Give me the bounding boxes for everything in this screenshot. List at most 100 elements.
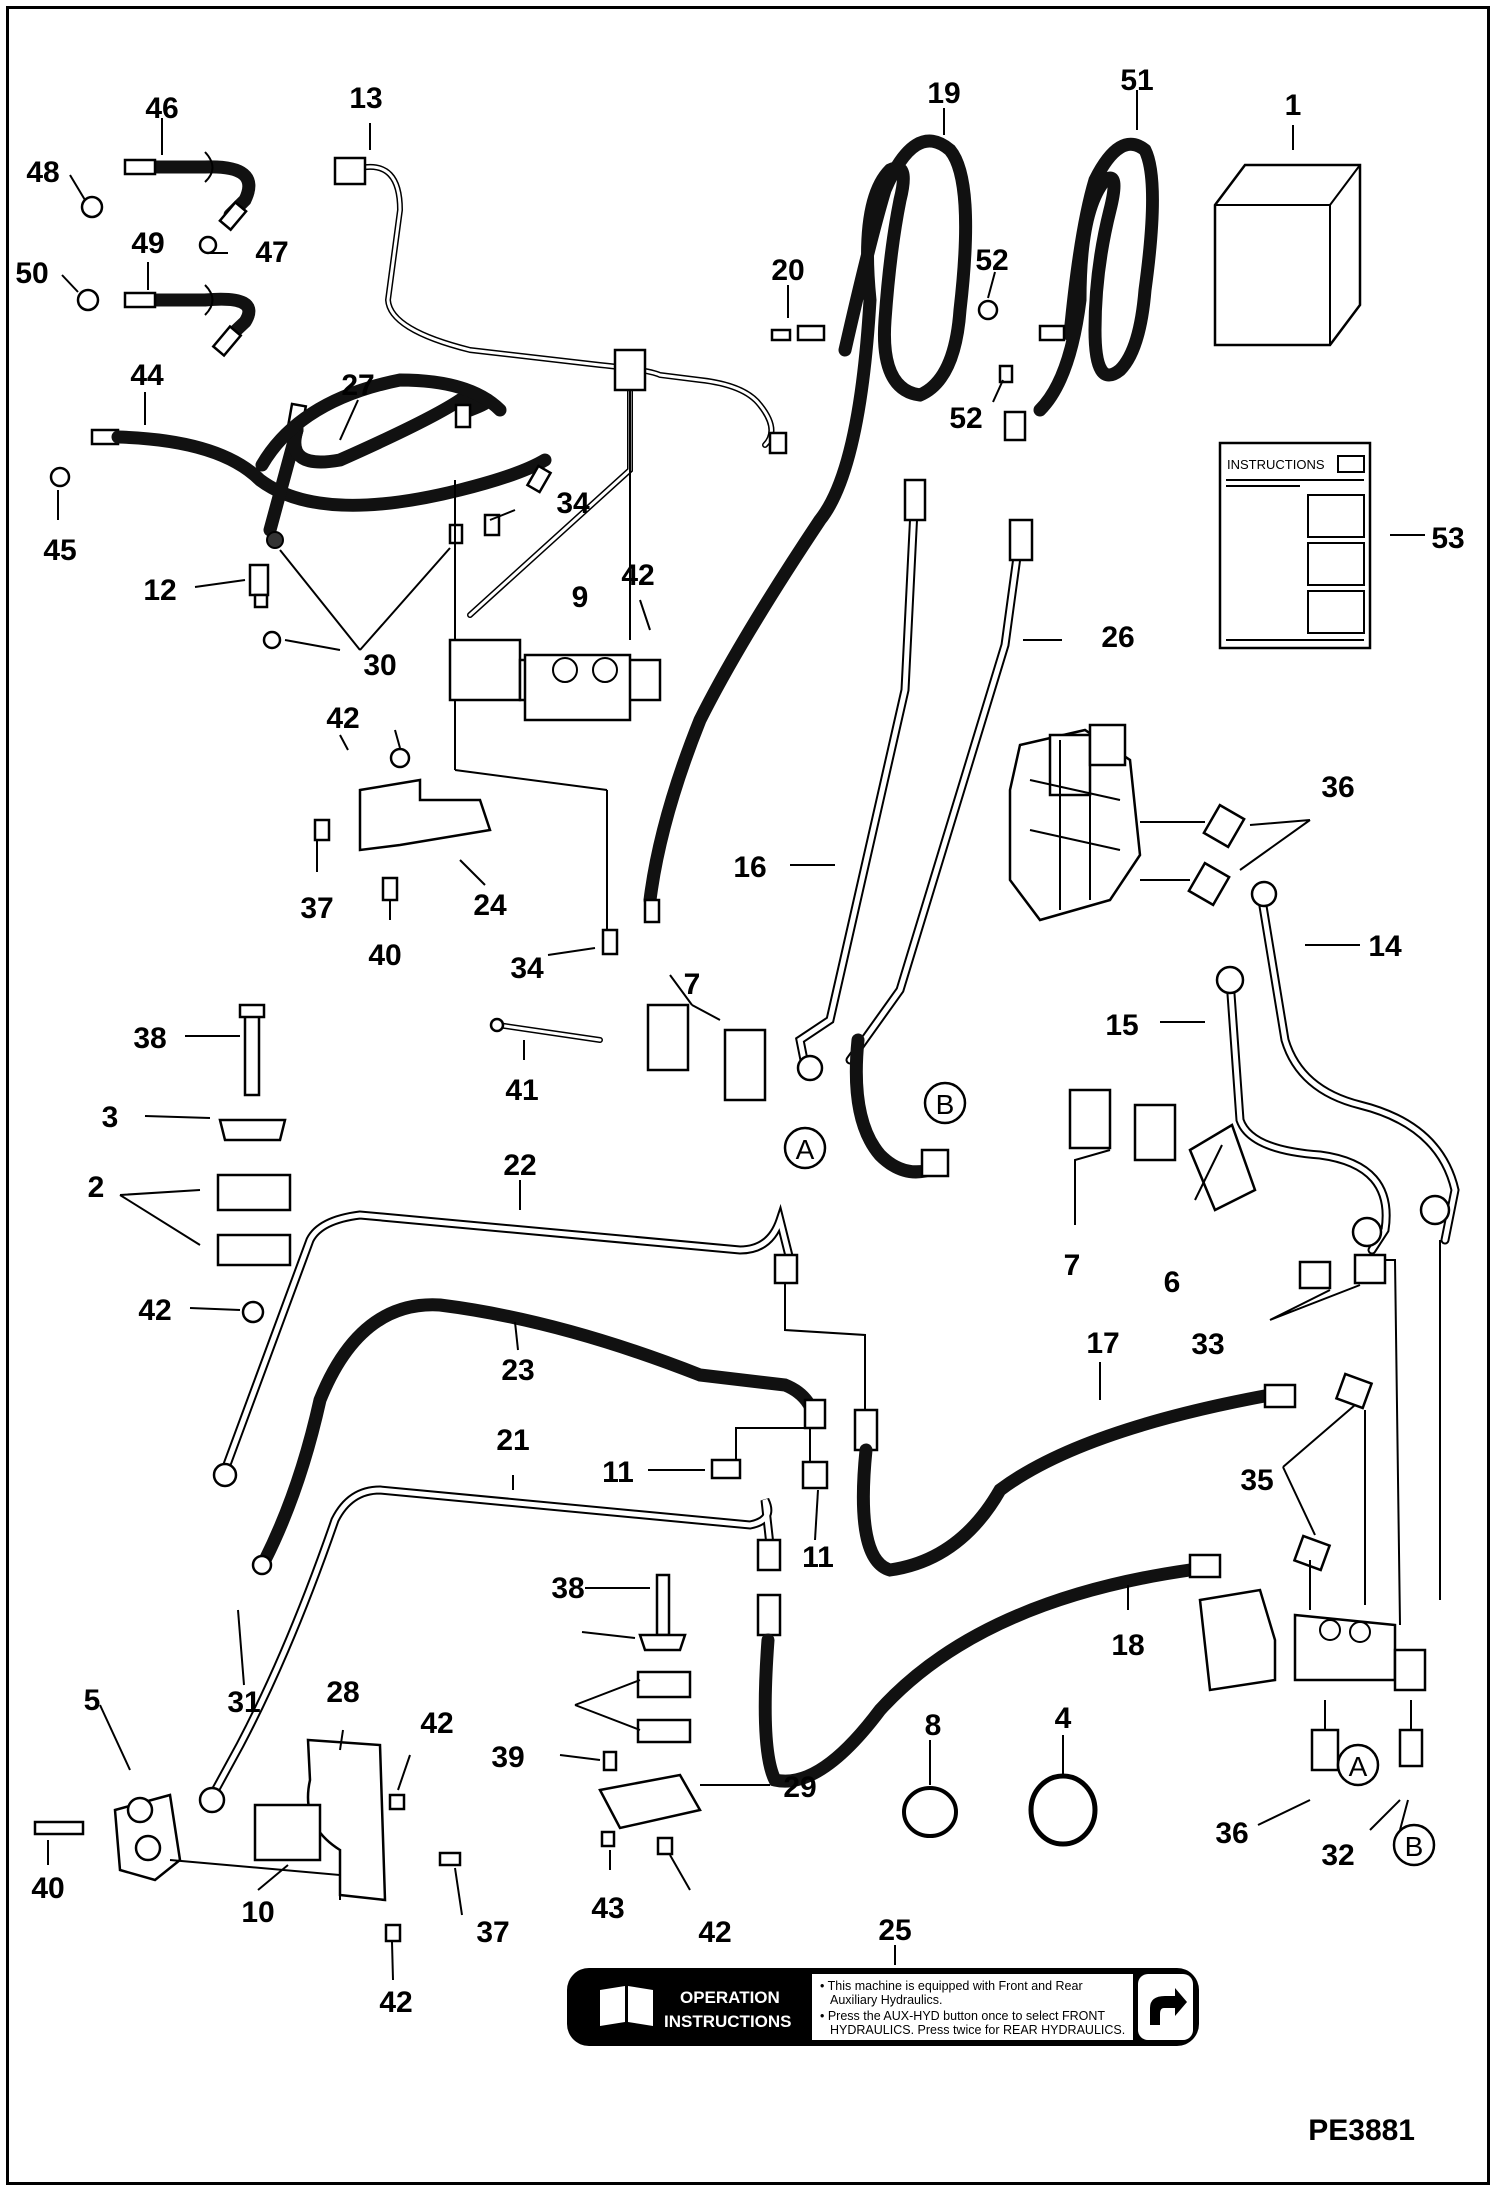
decal-bullet1-line1: • This machine is equipped with Front an… bbox=[820, 1979, 1083, 1993]
hose-46 bbox=[80, 151, 256, 255]
part-box bbox=[1213, 163, 1362, 347]
tube-14 bbox=[1250, 880, 1460, 1245]
callout-47: 47 bbox=[255, 236, 288, 269]
callout-11-right: 11 bbox=[802, 1541, 834, 1574]
decal-bullet2-line1: • Press the AUX-HYD button once to selec… bbox=[820, 2009, 1105, 2023]
callout-28: 28 bbox=[326, 1676, 359, 1709]
callout-48: 48 bbox=[26, 156, 59, 189]
control-valve bbox=[1008, 723, 1246, 922]
bracket-24 bbox=[313, 747, 492, 902]
callout-6: 6 bbox=[1164, 1266, 1181, 1299]
callout-7-upper: 7 bbox=[684, 968, 701, 1001]
tube-22 bbox=[212, 1203, 866, 1488]
callout-42-clamp: 42 bbox=[138, 1294, 171, 1327]
callout-26: 26 bbox=[1101, 621, 1134, 654]
decal-bullet1-line2: Auxiliary Hydraulics. bbox=[830, 1993, 943, 2007]
callout-8: 8 bbox=[925, 1709, 942, 1742]
callout-21: 21 bbox=[496, 1424, 529, 1457]
valve-5 bbox=[33, 1793, 341, 1900]
callout-4: 4 bbox=[1055, 1702, 1072, 1735]
callout-40-upper: 40 bbox=[368, 939, 401, 972]
callout-29: 29 bbox=[783, 1771, 816, 1804]
callout-42-valve: 42 bbox=[621, 559, 654, 592]
instruction-sheet: INSTRUCTIONS bbox=[1218, 441, 1372, 650]
callout-52-upper: 52 bbox=[975, 244, 1008, 277]
fittings-11 bbox=[710, 1427, 829, 1490]
hose-17 bbox=[853, 1372, 1374, 1577]
callout-20: 20 bbox=[771, 254, 804, 287]
letter-callouts: A B A B bbox=[783, 1081, 1436, 1867]
callout-51: 51 bbox=[1120, 64, 1153, 97]
diagram-code: PE3881 bbox=[1308, 2114, 1415, 2147]
callout-40-lower: 40 bbox=[31, 1872, 64, 1905]
letter-b-upper-circle bbox=[923, 1081, 967, 1125]
callout-25: 25 bbox=[878, 1914, 911, 1947]
callout-numbers: 1 2 3 4 5 6 7 7 8 9 10 11 11 12 13 14 15… bbox=[15, 64, 1464, 2019]
callout-42-bracket28: 42 bbox=[420, 1707, 453, 1740]
callout-37-upper: 37 bbox=[300, 892, 333, 925]
callout-45: 45 bbox=[43, 534, 76, 567]
callout-34-lower: 34 bbox=[510, 952, 544, 985]
callout-2: 2 bbox=[88, 1171, 105, 1204]
callout-36-upper: 36 bbox=[1321, 771, 1354, 804]
callout-42-bottom: 42 bbox=[379, 1986, 412, 2019]
hose-27 bbox=[255, 373, 507, 537]
decal-operation-instructions: OPERATION INSTRUCTIONS • This machine is… bbox=[567, 1968, 1199, 2046]
decal-heading-line2: INSTRUCTIONS bbox=[664, 2012, 792, 2031]
callout-3: 3 bbox=[102, 1101, 119, 1134]
callout-49: 49 bbox=[131, 227, 164, 260]
callout-5: 5 bbox=[84, 1684, 101, 1717]
callout-44: 44 bbox=[130, 359, 164, 392]
bracket-28 bbox=[253, 1738, 462, 1943]
callout-27: 27 bbox=[341, 369, 374, 402]
letter-a-upper: A bbox=[796, 1134, 815, 1165]
callout-37-lower: 37 bbox=[476, 1916, 509, 1949]
clamp-7-lower bbox=[1068, 1088, 1257, 1212]
callout-18: 18 bbox=[1111, 1629, 1144, 1662]
callout-34-upper: 34 bbox=[556, 487, 590, 520]
decal-heading-line1: OPERATION bbox=[680, 1988, 780, 2007]
fittings-33 bbox=[1269, 1253, 1387, 1321]
callout-9: 9 bbox=[572, 581, 589, 614]
callout-23: 23 bbox=[501, 1354, 534, 1387]
clamp-7-upper bbox=[489, 1003, 767, 1102]
callout-46: 46 bbox=[145, 92, 178, 125]
tie-4 bbox=[1028, 1773, 1098, 1847]
instruction-sheet-title: INSTRUCTIONS bbox=[1227, 457, 1325, 472]
hose-44 bbox=[49, 428, 553, 512]
callout-7-lower: 7 bbox=[1064, 1249, 1081, 1282]
tube-26 bbox=[845, 518, 1034, 1179]
valve-rear bbox=[1198, 1240, 1441, 1772]
callout-33: 33 bbox=[1191, 1328, 1224, 1361]
hose-49 bbox=[76, 284, 256, 358]
tube-15 bbox=[1215, 965, 1391, 1255]
callout-41: 41 bbox=[505, 1074, 538, 1107]
callout-36-lower: 36 bbox=[1215, 1817, 1248, 1850]
letter-b-lower: B bbox=[1405, 1831, 1424, 1862]
clamp-stack-upper bbox=[216, 1003, 292, 1324]
valve-9 bbox=[448, 390, 662, 930]
callout-43: 43 bbox=[591, 1892, 624, 1925]
tube-16 bbox=[794, 478, 927, 1082]
callout-52-lower: 52 bbox=[949, 402, 982, 435]
callout-35: 35 bbox=[1240, 1464, 1273, 1497]
callout-12: 12 bbox=[143, 574, 176, 607]
callout-15: 15 bbox=[1105, 1009, 1138, 1042]
decal-bullet2-line2: HYDRAULICS. Press twice for REAR HYDRAUL… bbox=[830, 2023, 1125, 2037]
callout-38-lower: 38 bbox=[551, 1572, 584, 1605]
callout-17: 17 bbox=[1086, 1327, 1119, 1360]
hose-19 bbox=[601, 134, 973, 956]
callout-39: 39 bbox=[491, 1741, 524, 1774]
tube-21 bbox=[198, 1485, 782, 1814]
callout-42-bracket: 42 bbox=[326, 702, 359, 735]
callout-14: 14 bbox=[1368, 930, 1402, 963]
callout-11-left: 11 bbox=[602, 1456, 634, 1489]
clamp-stack-lower bbox=[598, 1573, 702, 1856]
callout-38-upper: 38 bbox=[133, 1022, 166, 1055]
letter-b-upper: B bbox=[936, 1089, 955, 1120]
tie-8 bbox=[902, 1786, 958, 1838]
callout-16: 16 bbox=[733, 851, 766, 884]
callout-42-clamp29: 42 bbox=[698, 1916, 731, 1949]
callout-13: 13 bbox=[349, 82, 382, 115]
